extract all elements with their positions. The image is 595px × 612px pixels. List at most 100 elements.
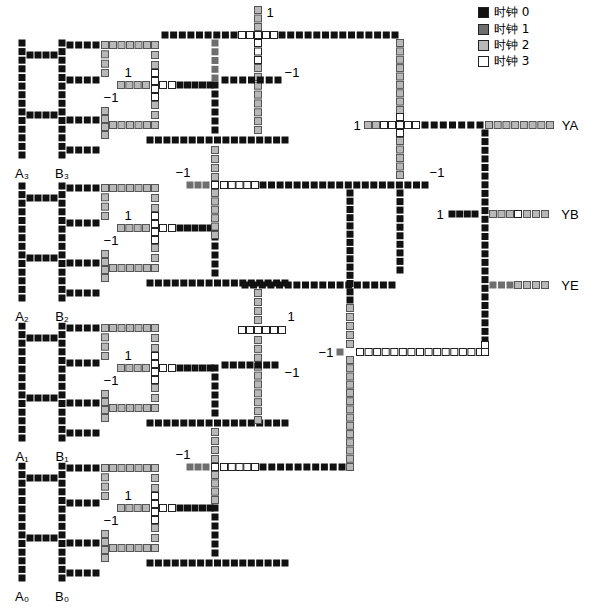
qca-cell [230,362,237,369]
qca-cell [152,509,159,516]
qca-cell [197,420,204,427]
qca-cell [482,311,489,318]
output-label: YE [560,279,579,292]
polarization-value: −1 [284,66,301,79]
qca-cell [347,389,354,396]
qca-cell [374,349,381,356]
qca-cell [295,464,302,471]
qca-cell [482,319,489,326]
qca-cell [51,535,58,542]
qca-cell [144,545,151,552]
qca-cell [84,360,91,367]
qca-cell [397,155,404,162]
qca-cell [222,280,229,287]
qca-cell [212,365,219,372]
qca-cell [152,345,159,352]
qca-cell [456,211,463,218]
qca-cell [27,475,34,482]
qca-cell [397,48,404,55]
qca-cell [152,102,159,109]
qca-cell [397,215,404,222]
qca-cell [27,52,34,59]
qca-cell [347,447,354,454]
qca-cell [397,241,404,248]
legend-swatch [478,24,489,35]
qca-cell [19,575,26,582]
qca-cell [169,82,176,89]
qca-cell [19,117,26,124]
polarization-value: −1 [103,234,120,247]
qca-cell [212,252,219,259]
qca-cell [59,100,66,107]
qca-cell [279,327,286,334]
qca-cell [222,362,229,369]
qca-cell [212,165,219,172]
qca-cell [482,190,489,197]
qca-cell [152,52,159,59]
polarization-value: 1 [123,349,132,362]
qca-cell [179,32,186,39]
qca-cell [187,32,194,39]
qca-cell [59,366,66,373]
qca-cell [373,122,380,129]
qca-cell [413,182,420,189]
qca-cell [239,560,246,567]
qca-cell [222,137,229,144]
qca-cell [84,465,91,472]
qca-cell [192,225,199,232]
qca-cell [434,349,441,356]
qca-cell [59,269,66,276]
qca-cell [468,349,475,356]
qca-cell [370,182,377,189]
input-label: A₁ [14,450,29,463]
qca-cell [192,505,199,512]
qca-cell [152,185,159,192]
qca-cell [19,523,26,530]
qca-cell [353,182,360,189]
qca-cell [102,194,109,201]
qca-cell [296,32,303,39]
qca-cell [276,282,283,289]
qca-cell [144,265,151,272]
qca-cell [214,280,221,287]
qca-cell [256,560,263,567]
qca-cell [498,211,505,218]
qca-cell [212,401,219,408]
qca-cell [515,282,522,289]
qca-cell [59,243,66,250]
qca-cell [267,282,274,289]
qca-cell [255,337,262,344]
qca-cell [397,198,404,205]
qca-cell [498,282,505,289]
qca-cell [19,183,26,190]
qca-cell [279,32,286,39]
qca-cell [524,282,531,289]
qca-cell [206,280,213,287]
qca-cell [59,497,66,504]
qca-cell [195,182,202,189]
qca-cell [397,90,404,97]
qca-cell [160,225,167,232]
qca-cell [110,405,117,412]
qca-cell [266,77,273,84]
qca-cell [84,260,91,267]
qca-cell [135,545,142,552]
qca-cell [110,122,117,129]
qca-cell [59,506,66,513]
qca-cell [268,182,275,189]
polarization-value: −1 [429,166,446,179]
qca-cell [231,280,238,287]
qca-cell [110,265,117,272]
qca-cell [337,349,344,356]
qca-cell [59,83,66,90]
qca-cell [248,560,255,567]
qca-cell [239,420,246,427]
qca-cell [84,400,91,407]
qca-cell [255,390,262,397]
qca-cell [144,405,151,412]
qca-cell [212,232,219,239]
qca-cell [152,395,159,402]
qca-cell [250,282,257,289]
qca-cell [347,314,354,321]
qca-cell [160,82,167,89]
